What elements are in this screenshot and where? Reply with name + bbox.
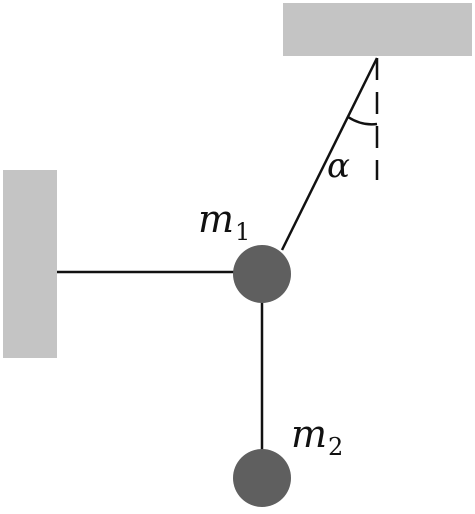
- mass-m2: [233, 449, 291, 507]
- mass-m1-label: m1: [198, 197, 250, 246]
- wall-support: [3, 170, 57, 358]
- angle-arc: [347, 115, 378, 126]
- mass-m1: [233, 245, 291, 303]
- mass-m2-label: m2: [291, 412, 343, 461]
- ceiling-string: [280, 57, 379, 251]
- ceiling-support: [283, 3, 472, 56]
- angle-alpha-label: α: [327, 146, 350, 186]
